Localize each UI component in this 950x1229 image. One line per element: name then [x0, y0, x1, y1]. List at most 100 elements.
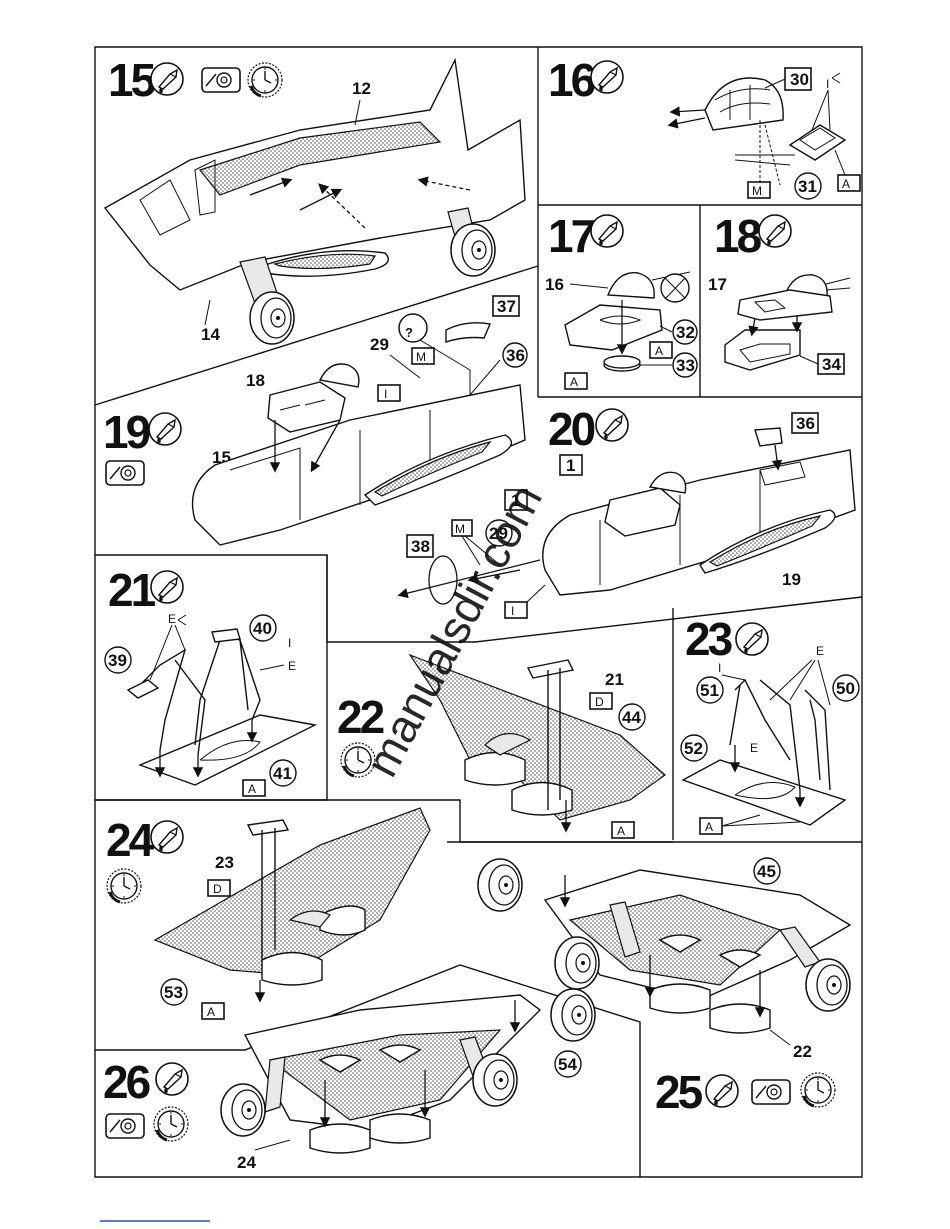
- step-24: 24 23 D 53 A: [106, 808, 430, 1019]
- tape-icon: [106, 461, 144, 485]
- part-label: 24: [237, 1153, 256, 1172]
- tag-label: A: [207, 1005, 215, 1019]
- glue-icon: [596, 409, 628, 441]
- tape-icon: [106, 1114, 144, 1138]
- part-label: 36: [796, 414, 815, 433]
- step-number: 25: [655, 1066, 703, 1118]
- tag-label: A: [655, 344, 663, 358]
- glue-icon: [706, 1075, 738, 1107]
- part-label: 39: [108, 651, 127, 670]
- tag-label: I: [718, 661, 721, 675]
- step-number: 16: [548, 54, 595, 106]
- wheel: [806, 959, 850, 1011]
- tag-label: E: [168, 612, 176, 626]
- clock-icon: [801, 1073, 835, 1107]
- glue-icon: [759, 215, 791, 247]
- wheel: [551, 989, 595, 1041]
- part-label: 44: [622, 708, 641, 727]
- wheel: [555, 937, 599, 989]
- step-number: 19: [103, 406, 150, 458]
- part-label: 34: [822, 355, 841, 374]
- step-number: 15: [108, 54, 156, 106]
- question-icon: ?: [405, 325, 413, 340]
- tag-label: M: [752, 184, 762, 198]
- part-label: 45: [757, 862, 776, 881]
- part-label: 50: [836, 679, 855, 698]
- step-21: 21 E 39 40 I E 41 A: [105, 564, 315, 796]
- part-label: 54: [558, 1055, 577, 1074]
- part-label: 18: [246, 371, 265, 390]
- clock-icon: [248, 63, 282, 97]
- step-17: 17 16 32 33 A A: [545, 210, 697, 389]
- glue-icon: [591, 61, 623, 93]
- part-label: 12: [352, 79, 371, 98]
- part-label: 14: [201, 325, 220, 344]
- step-number: 21: [108, 564, 156, 616]
- tag-label: D: [595, 695, 604, 709]
- step-number: 20: [548, 403, 595, 455]
- part-label: 30: [790, 70, 809, 89]
- tag-label: A: [705, 820, 713, 834]
- part-label: 51: [700, 681, 719, 700]
- part-label: 37: [497, 297, 516, 316]
- part-label: 17: [708, 275, 727, 294]
- part-label: 16: [545, 275, 564, 294]
- tag-label: A: [248, 782, 256, 796]
- glue-icon: [156, 1063, 188, 1095]
- tag-label: A: [570, 375, 578, 389]
- glue-icon: [736, 623, 768, 655]
- glue-icon: [591, 215, 623, 247]
- glue-icon: [149, 413, 181, 445]
- step-23: 23 I E 51 50 E 52 A: [681, 613, 859, 834]
- step-number: 17: [548, 210, 595, 262]
- part-label: 33: [676, 356, 695, 375]
- tag-label: A: [842, 177, 850, 191]
- tape-icon: [202, 68, 240, 92]
- step-number: 18: [714, 210, 762, 262]
- glue-icon: [151, 63, 183, 95]
- wheel: [478, 859, 522, 911]
- part-label: 53: [164, 983, 183, 1002]
- tag-label: I: [826, 77, 829, 91]
- step-18: 18 17 34: [708, 210, 850, 374]
- wheel: [451, 224, 495, 276]
- tag-label: I: [511, 604, 514, 618]
- wheel: [250, 292, 294, 344]
- glue-icon: [151, 571, 183, 603]
- part-label: 38: [411, 537, 430, 556]
- step-number: 23: [685, 613, 732, 665]
- clock-icon: [107, 869, 141, 903]
- part-label: 41: [273, 764, 292, 783]
- tag-label: A: [617, 824, 625, 838]
- tape-icon: [752, 1080, 790, 1104]
- part-label: 29: [370, 335, 389, 354]
- part-label: 31: [798, 177, 817, 196]
- step-number: 24: [106, 814, 155, 866]
- step-15: 15 12 14: [105, 54, 525, 344]
- part-label: 32: [676, 323, 695, 342]
- part-label: 22: [793, 1042, 812, 1061]
- part-label: 1: [566, 456, 575, 475]
- step-number: 26: [103, 1056, 150, 1108]
- step-16: 16 30 31 I M A: [548, 54, 860, 199]
- tag-label: I: [384, 387, 387, 401]
- tag-label: E: [750, 741, 758, 755]
- wheel: [473, 1054, 517, 1106]
- tag-label: I: [288, 636, 291, 650]
- tag-label: E: [816, 644, 824, 658]
- part-label: 40: [253, 619, 272, 638]
- step-19: 19 18 15 ? 37 29 36 M I: [103, 296, 527, 545]
- part-label: 52: [684, 739, 703, 758]
- tag-label: D: [213, 882, 222, 896]
- part-label: 19: [782, 570, 801, 589]
- part-label: 21: [605, 670, 624, 689]
- step-26: 26 54 24: [103, 989, 595, 1172]
- tag-label: M: [416, 350, 426, 364]
- tag-label: E: [288, 659, 296, 673]
- tag-label: M: [455, 522, 465, 536]
- clock-icon: [154, 1107, 188, 1141]
- glue-icon: [151, 821, 183, 853]
- part-label: 36: [506, 346, 525, 365]
- part-label: 23: [215, 853, 234, 872]
